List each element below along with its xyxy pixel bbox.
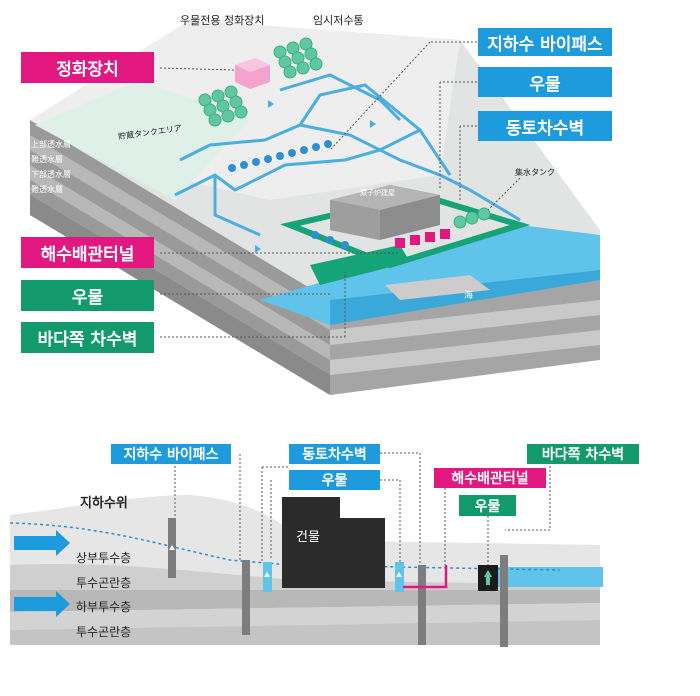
label-bottom-bypass: 지하수 바이패스 bbox=[111, 444, 231, 464]
label-well-2: 우물 bbox=[21, 280, 154, 311]
text-upper-aquifer: 상부투수층 bbox=[76, 551, 132, 565]
seawater-tunnel-marks bbox=[395, 229, 450, 248]
stratum-4: 難透水層 bbox=[31, 185, 63, 194]
top-leader-lines bbox=[159, 41, 521, 338]
tank-area bbox=[35, 80, 250, 200]
text-building: 건물 bbox=[296, 530, 320, 545]
breakwater bbox=[385, 275, 490, 300]
label-seawater-tunnel: 해수배관터널 bbox=[21, 237, 154, 268]
stratum-1: 上部透水層 bbox=[31, 140, 71, 149]
label-bottom-well: 우물 bbox=[289, 470, 380, 490]
text-well-purifier: 우물전용 정화장치 bbox=[180, 14, 265, 27]
stratum-3: 下部透水層 bbox=[31, 170, 71, 179]
label-purifier: 정화장치 bbox=[21, 52, 154, 83]
bottom-leader-lines bbox=[174, 452, 551, 565]
label-bottom-well-2: 우물 bbox=[459, 495, 516, 516]
text-aquitard-2: 투수곤란층 bbox=[76, 625, 132, 639]
text-groundwater-level: 지하수위 bbox=[80, 496, 128, 511]
text-reactor-building: 原子炉建屋 bbox=[360, 189, 395, 197]
purifier-box bbox=[235, 58, 270, 89]
storage-tanks bbox=[198, 37, 491, 229]
bypass-pipes bbox=[174, 73, 521, 237]
text-collect-tank: 集水タンク bbox=[515, 168, 555, 177]
text-sea: 海 bbox=[464, 291, 474, 301]
text-lower-aquifer: 하부투수층 bbox=[76, 600, 132, 614]
text-aquitard-1: 투수곤란층 bbox=[76, 576, 132, 590]
label-bottom-frozen-wall: 동토차수벽 bbox=[289, 444, 380, 464]
flow-arrows bbox=[255, 100, 376, 253]
label-bottom-seawater-tunnel: 해수배관터널 bbox=[434, 468, 546, 488]
label-groundwater-bypass: 지하수 바이패스 bbox=[478, 28, 612, 56]
label-well: 우물 bbox=[478, 67, 612, 97]
stratum-2: 難透水層 bbox=[31, 155, 63, 164]
reactor-buildings bbox=[330, 185, 440, 240]
label-frozen-wall: 동토차수벽 bbox=[478, 111, 612, 141]
text-temp-storage: 임시저수통 bbox=[313, 14, 364, 27]
well-dots bbox=[228, 140, 349, 249]
label-sea-side-wall: 바다쪽 차수벽 bbox=[21, 322, 154, 353]
label-bottom-sea-wall: 바다쪽 차수벽 bbox=[527, 444, 639, 464]
cross-section bbox=[9, 495, 603, 647]
